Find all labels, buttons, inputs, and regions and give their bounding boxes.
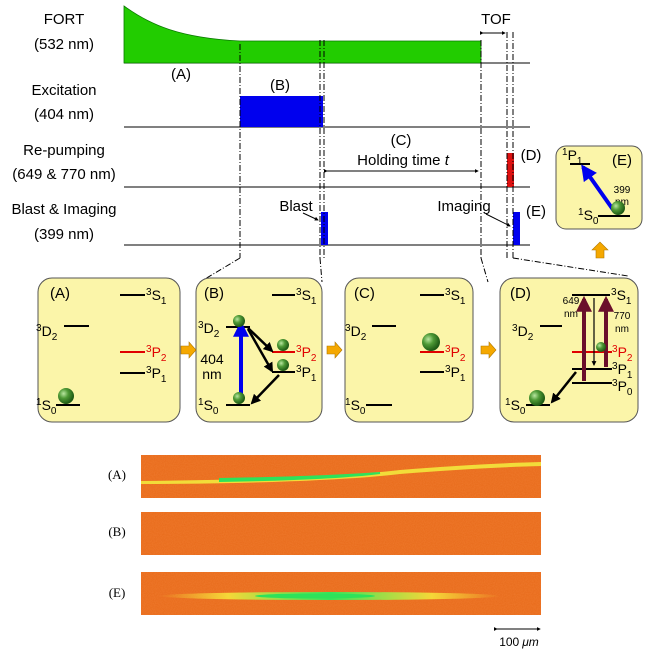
panel-d-tag: (D) xyxy=(510,285,531,302)
marker-c: (C) xyxy=(391,132,412,149)
panel-b-decay-s0 xyxy=(250,374,280,405)
panel-d-level-p0: 3P0 xyxy=(612,378,633,398)
panel-b-level-d2: 3D2 xyxy=(198,320,220,340)
holding-time-label: Holding time t xyxy=(357,152,450,169)
blast-label: Blast xyxy=(279,198,313,215)
panel-b-level-p1: 3P1 xyxy=(296,364,317,384)
panel-e-atom xyxy=(611,201,625,215)
panel-d-level-s0: 1S0 xyxy=(505,397,526,417)
panel-e-wavelength: 399 xyxy=(614,185,631,196)
arrow-d-to-e xyxy=(591,241,609,259)
timing-diagram: FORT (532 nm) Excitation (404 nm) Re-pum… xyxy=(11,5,629,283)
imaging-pulse xyxy=(513,212,520,245)
panel-c-box xyxy=(344,277,474,423)
panel-b-decay-p1 xyxy=(246,328,274,373)
excitation-pulse xyxy=(240,96,323,127)
panel-a-level-p1: 3P1 xyxy=(146,365,167,385)
panel-c: (C) 3S1 3D2 3P2 3P1 1S0 xyxy=(344,277,474,423)
panel-c-level-p2: 3P2 xyxy=(445,344,466,364)
repump-pulse xyxy=(507,153,514,187)
panel-transition-arrows xyxy=(180,241,609,359)
panel-b-level-p2: 3P2 xyxy=(296,344,317,364)
panel-b-atom-s0 xyxy=(233,392,245,404)
panel-d: (D) 3S1 3D2 3P2 3P1 3P0 1S0 649 nm 770 n… xyxy=(499,277,639,423)
panel-b: (B) 3S1 3D2 3P2 3P1 1S0 404 nm xyxy=(195,277,323,423)
panel-d-box xyxy=(499,277,639,423)
panel-a-level-s1: 3S1 xyxy=(146,287,167,307)
excitation-wavelength: (404 nm) xyxy=(34,106,94,123)
image-row-b: (B) xyxy=(108,512,541,555)
panel-b-atom-p2 xyxy=(277,339,289,351)
repumping-wavelength: (649 & 770 nm) xyxy=(12,166,115,183)
panel-c-tag: (C) xyxy=(354,285,375,302)
panel-c-atom xyxy=(422,333,440,351)
imaging-pointer xyxy=(485,213,511,227)
imaging-label: Imaging xyxy=(437,198,490,215)
panel-a-atom xyxy=(58,388,74,404)
marker-e: (E) xyxy=(526,203,546,220)
panel-d-decay-s0-arrow xyxy=(550,371,577,404)
panel-e-level-s0: 1S0 xyxy=(578,207,599,227)
panel-e-imaging-arrow xyxy=(581,164,616,213)
panel-a-level-d2: 3D2 xyxy=(36,323,58,343)
panel-b-atom-d2 xyxy=(233,315,245,327)
blast-pointer xyxy=(302,212,319,221)
image-row-e-label: (E) xyxy=(109,585,126,600)
panel-b-decay-p2 xyxy=(247,327,274,353)
repumping-label: Re-pumping xyxy=(23,142,105,159)
panel-c-level-p1: 3P1 xyxy=(445,364,466,384)
panel-d-level-s1: 3S1 xyxy=(611,287,632,307)
panel-d-atom-s0 xyxy=(529,390,545,406)
image-row-a: (A) xyxy=(108,455,541,498)
image-row-e: (E) xyxy=(109,572,541,615)
panel-c-level-d2: 3D2 xyxy=(345,323,367,343)
panel-b-level-s1: 3S1 xyxy=(296,287,317,307)
panel-c-level-s1: 3S1 xyxy=(445,287,466,307)
panel-e-level-p1: 1P1 xyxy=(562,147,583,167)
arrow-b-to-c xyxy=(326,341,343,359)
tof-label: TOF xyxy=(481,11,511,28)
panel-d-770-value: 770 xyxy=(614,311,631,322)
panel-a-box xyxy=(37,277,181,423)
panel-b-level-s0: 1S0 xyxy=(198,397,219,417)
panel-a: (A) 3S1 3D2 3P2 3P1 1S0 xyxy=(36,277,181,423)
panel-e-tag: (E) xyxy=(612,152,632,169)
panel-a-level-s0: 1S0 xyxy=(36,397,57,417)
panel-a-level-p2: 3P2 xyxy=(146,344,167,364)
panel-b-wavelength-unit: nm xyxy=(202,366,221,382)
panel-c-level-s0: 1S0 xyxy=(345,397,366,417)
excitation-label: Excitation xyxy=(31,82,96,99)
image-a-cloud xyxy=(141,462,541,484)
panel-d-649-unit: nm xyxy=(564,309,578,320)
marker-a: (A) xyxy=(171,66,191,83)
panel-b-wavelength: 404 xyxy=(200,351,224,367)
panel-d-649-value: 649 xyxy=(563,296,580,307)
blast-imaging-wavelength: (399 nm) xyxy=(34,226,94,243)
arrow-c-to-d xyxy=(480,341,497,359)
panel-b-tag: (B) xyxy=(204,285,224,302)
panel-d-atom-p2 xyxy=(596,342,606,352)
blast-imaging-label: Blast & Imaging xyxy=(11,201,116,218)
panel-d-level-p2: 3P2 xyxy=(612,344,633,364)
fort-wavelength: (532 nm) xyxy=(34,36,94,53)
image-row-a-label: (A) xyxy=(108,467,126,482)
fort-label: FORT xyxy=(44,11,85,28)
panel-e: (E) 1P1 1S0 399 nm xyxy=(555,145,643,230)
panel-d-level-p1: 3P1 xyxy=(612,361,633,381)
marker-d: (D) xyxy=(521,147,542,164)
marker-b: (B) xyxy=(270,77,290,94)
panel-d-770-unit: nm xyxy=(615,324,629,335)
image-row-b-label: (B) xyxy=(108,524,125,539)
arrow-a-to-b xyxy=(180,341,197,359)
panel-d-level-d2: 3D2 xyxy=(512,323,534,343)
fort-pulse xyxy=(123,5,482,64)
panel-a-tag: (A) xyxy=(50,285,70,302)
panel-b-atom-p1 xyxy=(277,359,289,371)
